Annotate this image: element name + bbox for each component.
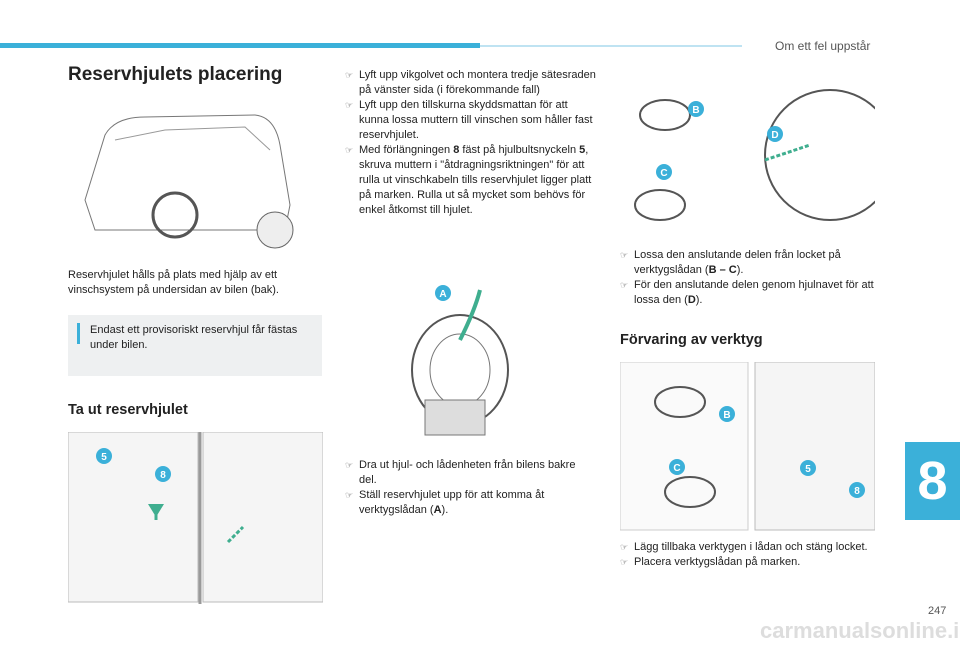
step: Lossa den anslutande delen från locket p…: [620, 248, 875, 278]
header-bar-light: [480, 45, 742, 47]
header-bar: [0, 43, 480, 48]
spare-wheel-illustration: A: [411, 285, 509, 436]
label-8: 8: [160, 470, 166, 481]
step: Lägg tillbaka verktygen i lådan och stän…: [620, 540, 875, 555]
page-number: 247: [928, 605, 947, 617]
label-b: B: [723, 410, 730, 421]
storage-heading: Förvaring av verktyg: [620, 332, 763, 348]
label-c: C: [673, 463, 680, 474]
step: Lyft upp vikgolvet och montera tredje sä…: [345, 68, 600, 98]
info-icon: [77, 323, 80, 344]
steps-list-storage: Lägg tillbaka verktygen i lådan och stän…: [620, 540, 875, 570]
label-d: D: [771, 130, 778, 141]
page-title: Reservhjulets placering: [68, 64, 283, 85]
toolbox-detail-illustration: B C D: [634, 89, 875, 221]
step: Placera verktygslådan på marken.: [620, 555, 875, 570]
steps-list-right: Lossa den anslutande delen från locket p…: [620, 248, 875, 308]
step: Ställ reservhjulet upp för att komma åt …: [345, 488, 590, 518]
watermark: carmanualsonline.info: [760, 618, 960, 643]
steps-list-1: Lyft upp vikgolvet och montera tredje sä…: [345, 68, 600, 218]
step: För den anslutande delen genom hjulnavet…: [620, 278, 875, 308]
label-a: A: [439, 289, 446, 300]
info-note: Endast ett provisoriskt reservhjul får f…: [68, 315, 322, 376]
trunk-illustrations: 5 8: [68, 432, 323, 604]
section-title: Om ett fel uppstår: [775, 39, 871, 53]
remove-heading: Ta ut reservhjulet: [68, 402, 188, 418]
label-5: 5: [805, 464, 811, 475]
step: Dra ut hjul- och lådenheten från bilens …: [345, 458, 590, 488]
chapter-tab: 8: [905, 442, 960, 520]
note-text: Endast ett provisoriskt reservhjul får f…: [90, 324, 298, 351]
storage-illustration: B C 5 8: [620, 362, 875, 531]
intro-text: Reservhjulet hålls på plats med hjälp av…: [68, 269, 279, 296]
car-illustration: [84, 114, 294, 249]
steps-list-mid: Dra ut hjul- och lådenheten från bilens …: [345, 458, 590, 518]
step: Med förlängningen 8 fäst på hjulbultsnyc…: [345, 143, 600, 218]
label-c: C: [660, 168, 667, 179]
step: Lyft upp den tillskurna skyddsmattan för…: [345, 98, 600, 143]
label-b: B: [692, 105, 699, 116]
label-5: 5: [101, 452, 107, 463]
label-8: 8: [854, 486, 860, 497]
